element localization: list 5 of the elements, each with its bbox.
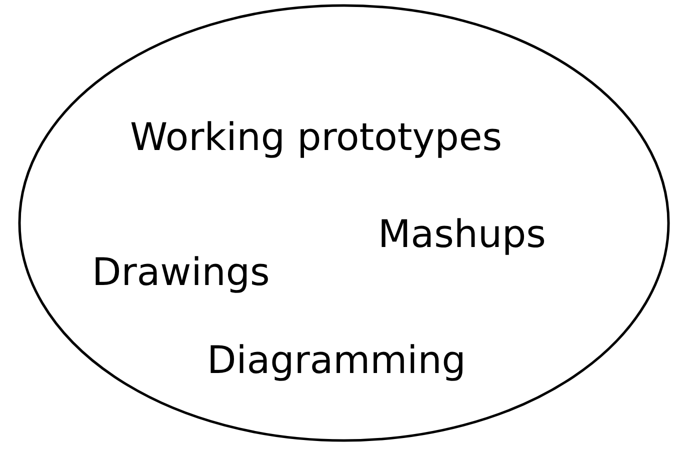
item-label: Working prototypes: [130, 117, 502, 159]
item-label: Mashups: [378, 214, 546, 256]
item-label: Drawings: [92, 252, 270, 294]
ellipse-shape: [18, 4, 670, 442]
item-label: Diagramming: [207, 340, 466, 382]
